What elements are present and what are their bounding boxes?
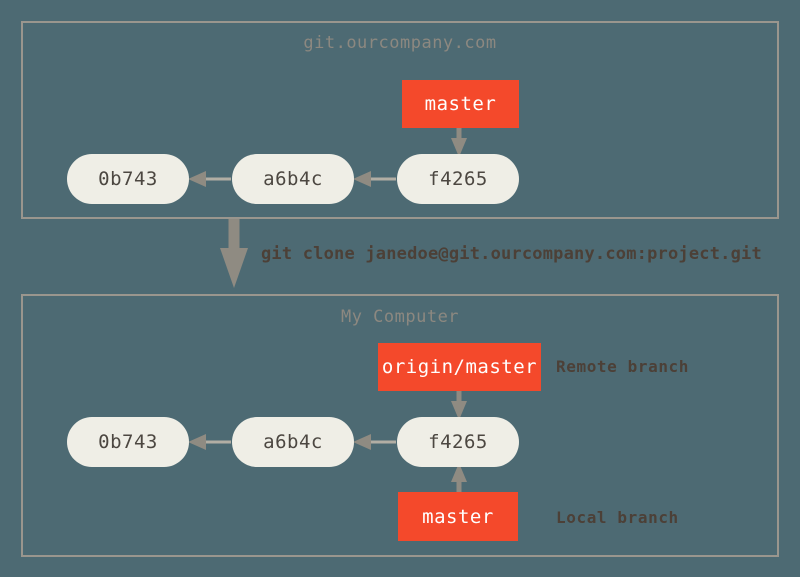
- remote-server-panel: [21, 21, 779, 219]
- commit-node[interactable]: 0b743: [67, 154, 189, 204]
- commit-node[interactable]: a6b4c: [232, 154, 354, 204]
- remote-branch-annotation: Remote branch: [556, 357, 690, 376]
- clone-command-label: git clone janedoe@git.ourcompany.com:pro…: [261, 244, 762, 264]
- local-branch-annotation: Local branch: [556, 508, 679, 527]
- branch-box-master-local[interactable]: master: [398, 492, 518, 541]
- branch-box-master-remote[interactable]: master: [402, 80, 519, 128]
- remote-server-title: git.ourcompany.com: [303, 33, 497, 53]
- commit-node[interactable]: f4265: [397, 154, 519, 204]
- commit-node[interactable]: 0b743: [67, 417, 189, 467]
- arrow-down-thick-icon: [220, 219, 248, 288]
- commit-node[interactable]: a6b4c: [232, 417, 354, 467]
- local-computer-title: My Computer: [340, 307, 460, 327]
- local-computer-panel: [21, 294, 779, 557]
- commit-node[interactable]: f4265: [397, 417, 519, 467]
- branch-box-origin-master[interactable]: origin/master: [378, 343, 541, 391]
